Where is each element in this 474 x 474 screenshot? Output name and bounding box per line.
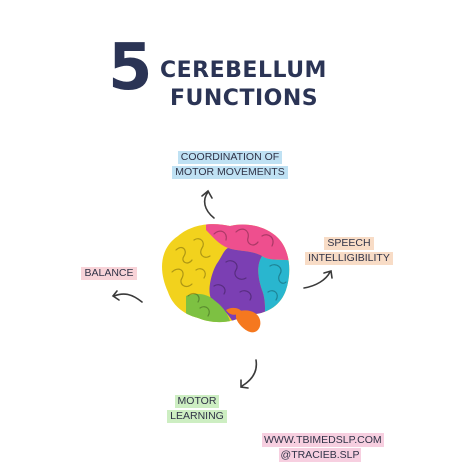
label-motor-line-1: MOTOR (174, 395, 220, 408)
credit-website: WWW.TBIMEDSLP.COM (262, 433, 384, 447)
label-balance: BALANCE (78, 266, 140, 281)
label-balance-line-1: BALANCE (81, 267, 137, 280)
arrow-to-speech (303, 271, 331, 289)
label-motor-line-2: LEARNING (167, 410, 227, 423)
credits: WWW.TBIMEDSLP.COM @TRACIEB.SLP (262, 433, 384, 463)
credit-handle: @TRACIEB.SLP (278, 448, 362, 462)
arrow-to-coordination-head (201, 189, 213, 199)
label-coordination-of-motor-movements: COORDINATION OF MOTOR MOVEMENTS (172, 150, 288, 180)
arrow-to-balance (113, 293, 143, 303)
label-speech-intelligibility: SPEECH INTELLIGIBILITY (298, 236, 400, 266)
clay-brain-icon (162, 224, 290, 333)
title-number: 5 (108, 31, 153, 105)
arrow-to-motor-learning-head (240, 379, 249, 389)
arrow-to-balance-head (111, 290, 120, 301)
label-motor-learning: MOTOR LEARNING (163, 394, 231, 424)
label-coordination-line-1: COORDINATION OF (177, 151, 283, 164)
arrow-to-coordination (203, 191, 215, 219)
title-line-2: FUNCTIONS (170, 86, 319, 111)
title-line-1: CEREBELLUM (160, 58, 327, 83)
label-coordination-line-2: MOTOR MOVEMENTS (172, 166, 288, 179)
label-speech-line-2: INTELLIGIBILITY (305, 252, 393, 265)
arrow-to-motor-learning (241, 359, 258, 387)
label-speech-line-1: SPEECH (324, 237, 374, 250)
arrow-to-speech-head (323, 269, 333, 279)
